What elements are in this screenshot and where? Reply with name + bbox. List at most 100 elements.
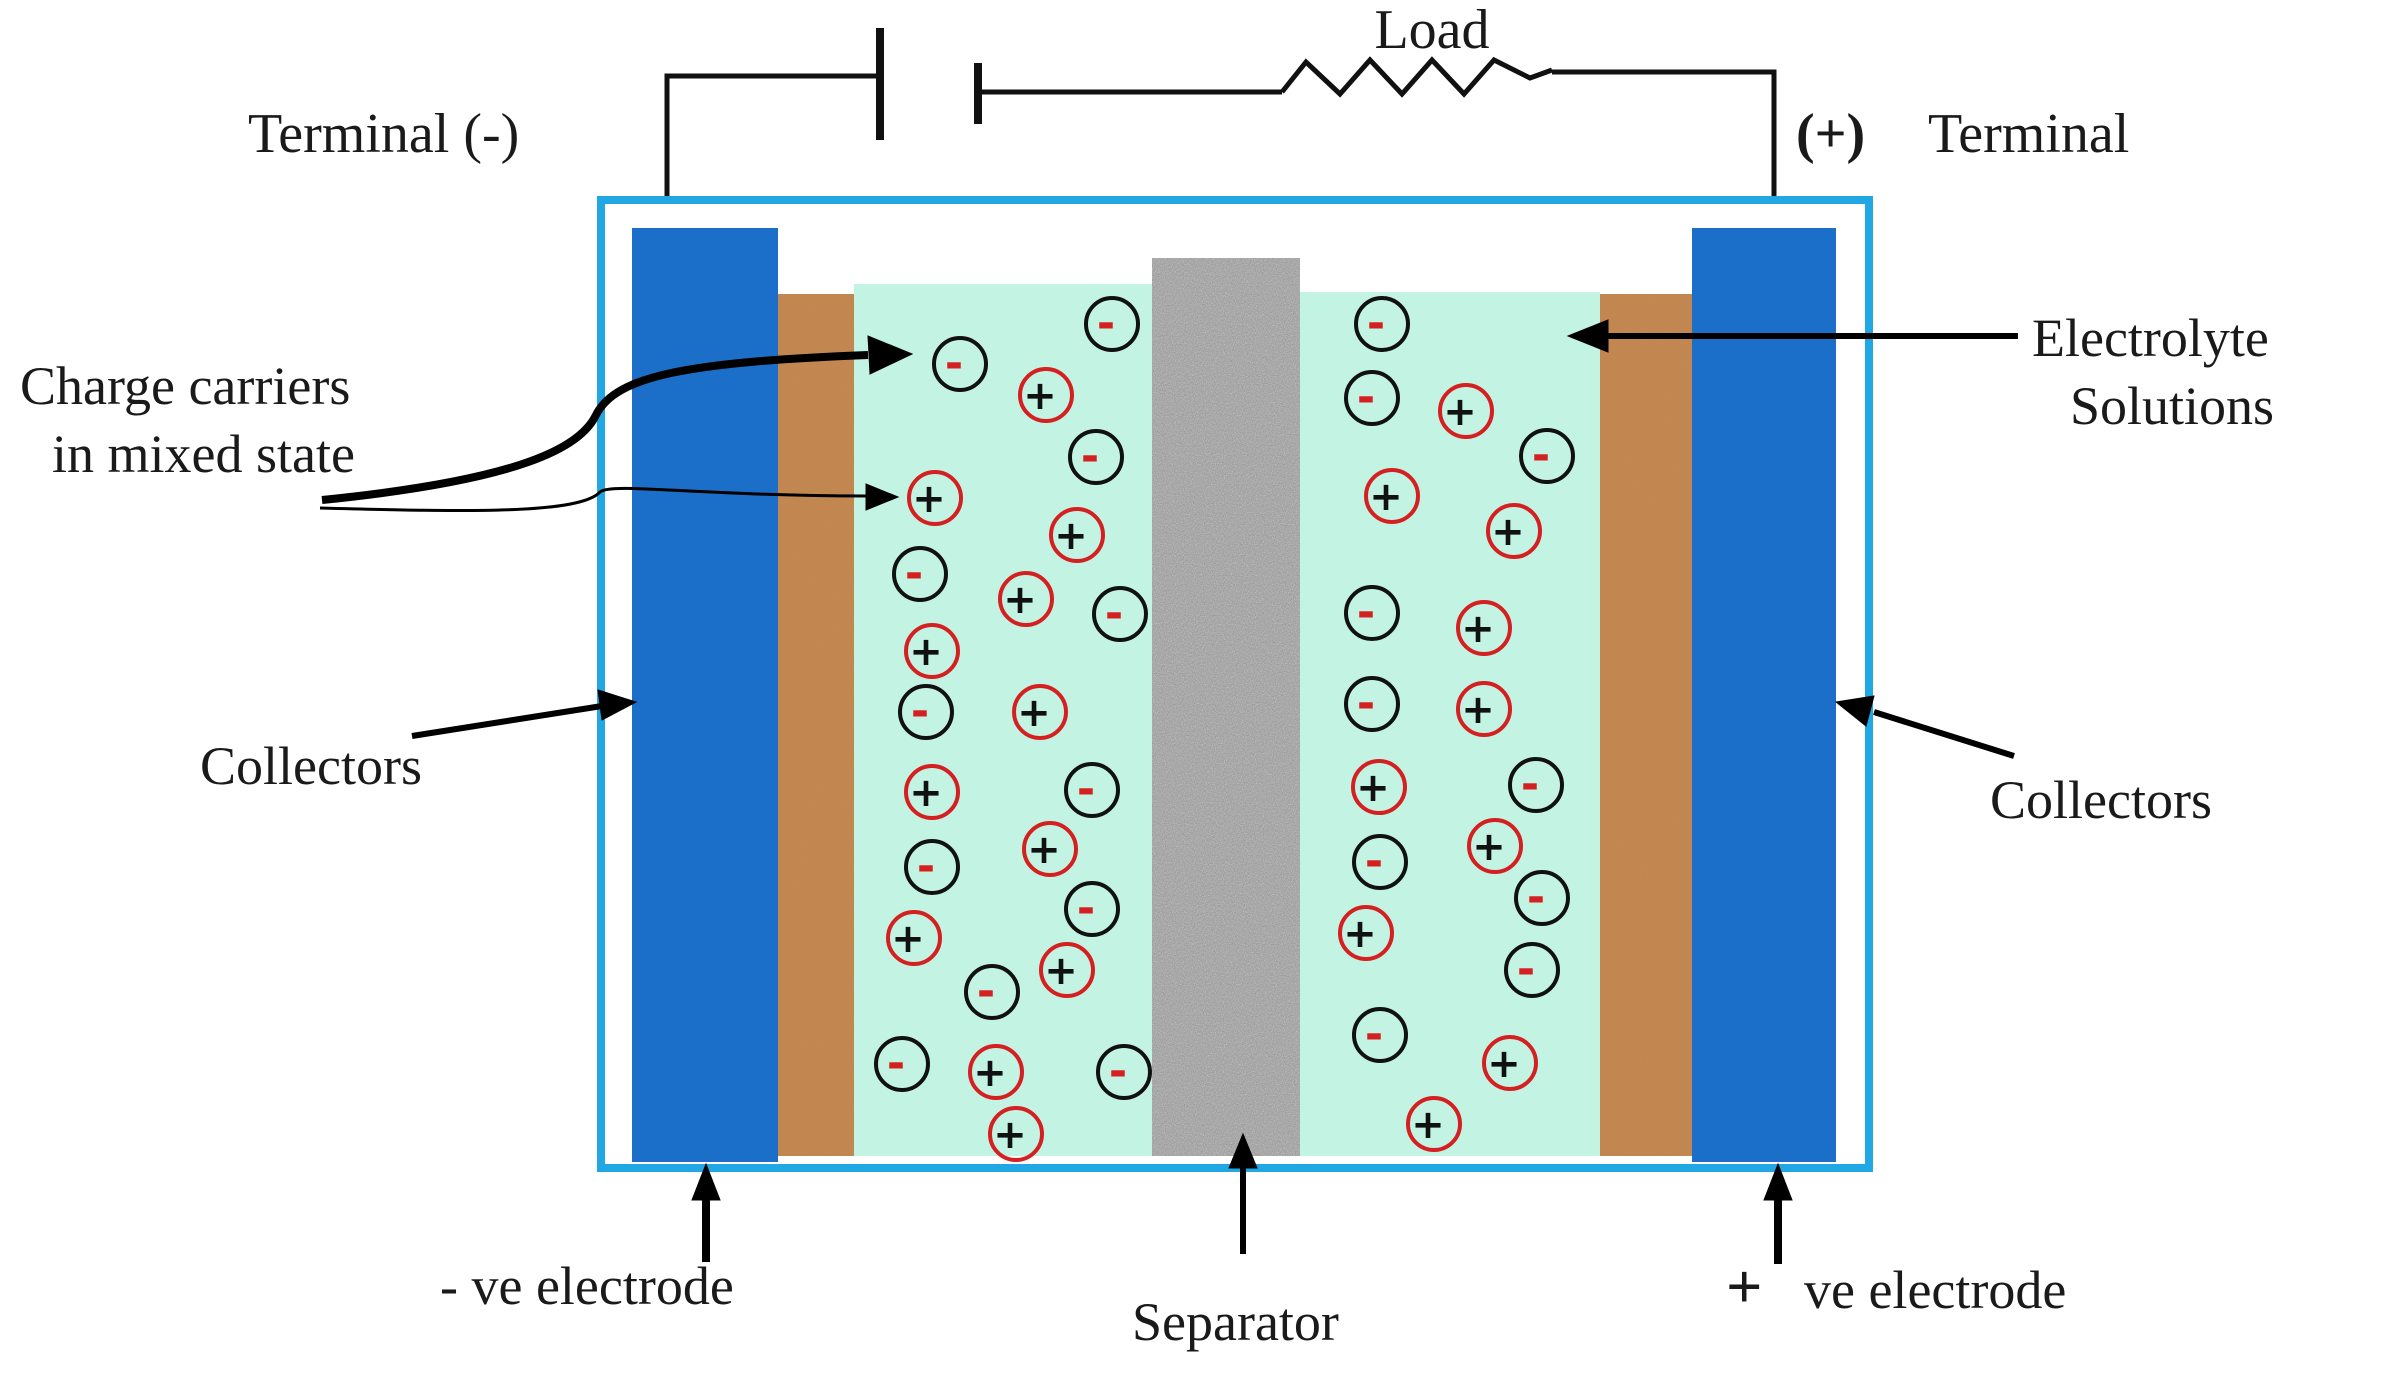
plus-sign: + [1487, 1041, 1521, 1087]
anion-ion: - [892, 546, 948, 602]
anion-ion: - [1504, 942, 1560, 998]
anion-ring [1504, 942, 1560, 998]
cation-ion: + [1022, 821, 1078, 877]
cation-ring [1039, 942, 1095, 998]
charge-carriers-label-line1: Charge carriers [20, 356, 350, 416]
cation-ion: + [1406, 1096, 1462, 1152]
separator-texture [1152, 258, 1300, 1156]
cation-ion: + [1482, 1035, 1538, 1091]
anion-ion: - [1344, 676, 1400, 732]
anion-ring [1064, 762, 1120, 818]
anion-ion: - [1064, 881, 1120, 937]
cation-ion: + [998, 571, 1054, 627]
minus-sign: - [1517, 944, 1535, 995]
cation-ring [1406, 1096, 1462, 1152]
cation-ring [904, 764, 960, 820]
cation-ring [907, 470, 963, 526]
terminal-positive-label: Terminal [1928, 103, 2129, 165]
plus-sign: + [1054, 513, 1088, 559]
cation-ring [1018, 367, 1074, 423]
cation-ring [1022, 821, 1078, 877]
anion-ring [932, 336, 988, 392]
anion-ring [1084, 296, 1140, 352]
anion-ring [1519, 428, 1575, 484]
anion-ion: - [898, 684, 954, 740]
minus-sign: - [1105, 588, 1123, 639]
plus-sign: + [973, 1050, 1007, 1096]
anion-ion: - [874, 1036, 930, 1092]
electrolyte-left [854, 284, 1152, 1156]
plus-sign: + [909, 629, 943, 675]
cation-ring [968, 1044, 1024, 1100]
plus-sign: + [1369, 474, 1403, 520]
cation-ring [1467, 818, 1523, 874]
anion-ring [1344, 370, 1400, 426]
plus-sign: + [993, 1112, 1027, 1158]
labels: Load Terminal (-) (+) Terminal Charge ca… [20, 0, 2274, 1352]
positive-electrode-grain [1600, 294, 1692, 1156]
minus-sign: - [1365, 836, 1383, 887]
anion-ring [1092, 586, 1148, 642]
anion-ion: - [1344, 585, 1400, 641]
cation-ion: + [1351, 759, 1407, 815]
cation-ring [1049, 507, 1105, 563]
minus-sign: - [1357, 678, 1375, 729]
cation-ion: + [1039, 942, 1095, 998]
cation-ion: + [1012, 684, 1068, 740]
cation-ring [904, 623, 960, 679]
anion-ring [964, 964, 1020, 1020]
electrolyte-right [1300, 292, 1600, 1156]
load-label: Load [1374, 0, 1489, 61]
collectors-right-arrow-line [1873, 709, 2015, 759]
charge-carriers-arrowhead-thick [867, 335, 914, 375]
positive-electrode-symbol: + [1726, 1251, 1762, 1322]
positive-electrode-label: ve electrode [1804, 1260, 2066, 1320]
plus-sign: + [1343, 911, 1377, 957]
anion-ring [1068, 429, 1124, 485]
anion-ion: - [1352, 834, 1408, 890]
plus-sign: + [1411, 1102, 1445, 1148]
load-resistor [1280, 56, 1553, 98]
circuit-wire-left [664, 73, 878, 228]
collectors-right-arrowhead [1834, 695, 1875, 727]
anion-ring [1352, 834, 1408, 890]
anion-ring [1508, 757, 1564, 813]
electrolyte-label-line1: Electrolyte [2032, 308, 2269, 368]
anion-ion: - [932, 336, 988, 392]
minus-sign: - [1077, 764, 1095, 815]
plus-sign: + [1491, 509, 1525, 555]
anion-ring [1354, 296, 1410, 352]
anion-ion: - [1096, 1044, 1152, 1100]
anion-ion: - [1064, 762, 1120, 818]
plus-sign: + [1443, 389, 1477, 435]
anion-ion: - [1092, 586, 1148, 642]
minus-sign: - [1527, 872, 1545, 923]
anion-ion: - [1352, 1007, 1408, 1063]
cation-ion: + [904, 623, 960, 679]
collectors-left-arrowhead [597, 689, 638, 721]
plus-sign: + [1461, 606, 1495, 652]
cation-ion: + [968, 1044, 1024, 1100]
cation-ring [1482, 1035, 1538, 1091]
cation-ring [1456, 681, 1512, 737]
cation-ion: + [1364, 468, 1420, 524]
collectors-left-arrow-line [411, 703, 603, 739]
anion-ion: - [1068, 429, 1124, 485]
cation-ring [1438, 383, 1494, 439]
anion-ion: - [1514, 870, 1570, 926]
plus-sign: + [1003, 577, 1037, 623]
plus-sign: + [912, 476, 946, 522]
cation-ion: + [1456, 681, 1512, 737]
charge-carriers-arrowhead-thin [865, 483, 900, 511]
minus-sign: - [1097, 298, 1115, 349]
external-circuit [664, 28, 1777, 228]
cation-ring [988, 1106, 1044, 1162]
terminal-positive-symbol: (+) [1796, 103, 1865, 165]
anion-ring [1344, 585, 1400, 641]
separator-label: Separator [1132, 1292, 1339, 1352]
cation-ion: + [1338, 905, 1394, 961]
anion-ring [898, 684, 954, 740]
anion-ion: - [1344, 370, 1400, 426]
cation-ion: + [1486, 503, 1542, 559]
